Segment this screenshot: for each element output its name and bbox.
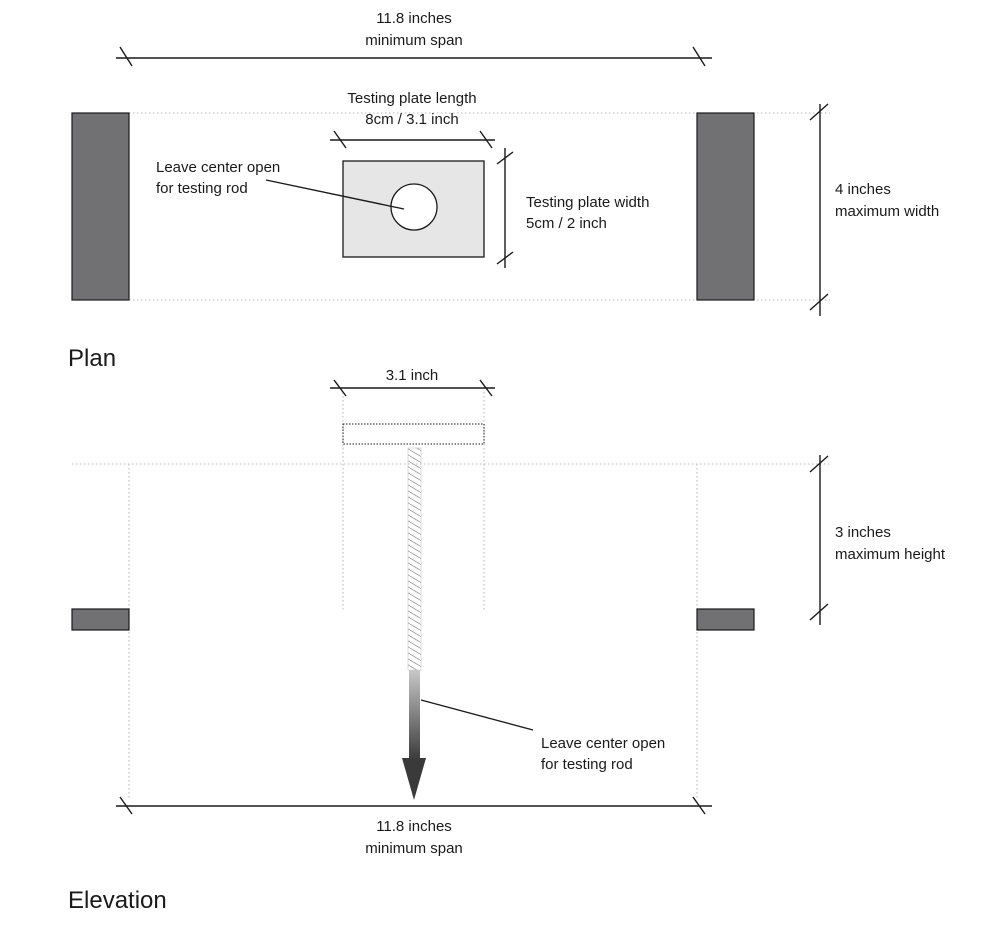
plan-width-tick-top bbox=[809, 103, 829, 121]
plan-section-title: Plan bbox=[68, 345, 116, 372]
plan-left-support bbox=[71, 112, 130, 301]
elevation-right-support bbox=[696, 608, 755, 631]
testing-rod-shaft bbox=[409, 670, 420, 760]
elevation-span-label-1: 11.8 inches bbox=[376, 818, 452, 835]
elevation-plate-dimension-label: 3.1 inch bbox=[386, 367, 439, 384]
plate-width-tick-top bbox=[496, 151, 514, 165]
plan-span-label-1: 11.8 inches bbox=[376, 10, 452, 27]
plan-rod-hole bbox=[390, 183, 438, 231]
plan-width-tick-bottom bbox=[809, 293, 829, 311]
elevation-plate-tick-right bbox=[479, 379, 493, 397]
plate-length-tick-right bbox=[479, 130, 493, 149]
elevation-height-tick-top bbox=[809, 455, 829, 473]
plan-center-note-2: for testing rod bbox=[156, 180, 248, 197]
plate-width-label-2: 5cm / 2 inch bbox=[526, 215, 607, 232]
plan-max-width-label-1: 4 inches bbox=[835, 181, 891, 198]
plan-center-note-1: Leave center open bbox=[156, 159, 280, 176]
plate-length-tick-left bbox=[333, 130, 347, 149]
elevation-center-note-2: for testing rod bbox=[541, 756, 633, 773]
plate-length-label-2: 8cm / 3.1 inch bbox=[365, 111, 458, 128]
elevation-height-tick-bottom bbox=[809, 603, 829, 621]
elevation-left-support bbox=[71, 608, 130, 631]
elevation-span-tick-left bbox=[119, 796, 133, 815]
elevation-section-title: Elevation bbox=[68, 887, 167, 914]
plan-span-tick-right bbox=[692, 46, 706, 67]
elevation-span-tick-right bbox=[692, 796, 706, 815]
elevation-testing-plate-outline bbox=[342, 423, 485, 445]
testing-rod-arrow-icon bbox=[402, 758, 426, 800]
elevation-plate-tick-left bbox=[333, 379, 347, 397]
elevation-view: 3.1 inch 3 inches maximum height Leave c… bbox=[68, 367, 946, 914]
plan-span-tick-left bbox=[119, 46, 133, 67]
elevation-span-label-2: minimum span bbox=[365, 840, 463, 857]
plate-width-tick-bottom bbox=[496, 251, 514, 265]
plan-right-support bbox=[696, 112, 755, 301]
elevation-max-height-label-1: 3 inches bbox=[835, 524, 891, 541]
plate-length-label-1: Testing plate length bbox=[347, 90, 476, 107]
plan-center-leader bbox=[265, 179, 405, 210]
elevation-center-note-1: Leave center open bbox=[541, 735, 665, 752]
elevation-center-leader bbox=[420, 699, 534, 731]
plate-width-label-1: Testing plate width bbox=[526, 194, 649, 211]
plan-view: 11.8 inches minimum span Testing plate l… bbox=[68, 10, 939, 372]
testing-rod-spring bbox=[407, 447, 422, 671]
plan-span-label-2: minimum span bbox=[365, 32, 463, 49]
elevation-max-height-label-2: maximum height bbox=[835, 546, 946, 563]
plan-max-width-label-2: maximum width bbox=[835, 203, 939, 220]
